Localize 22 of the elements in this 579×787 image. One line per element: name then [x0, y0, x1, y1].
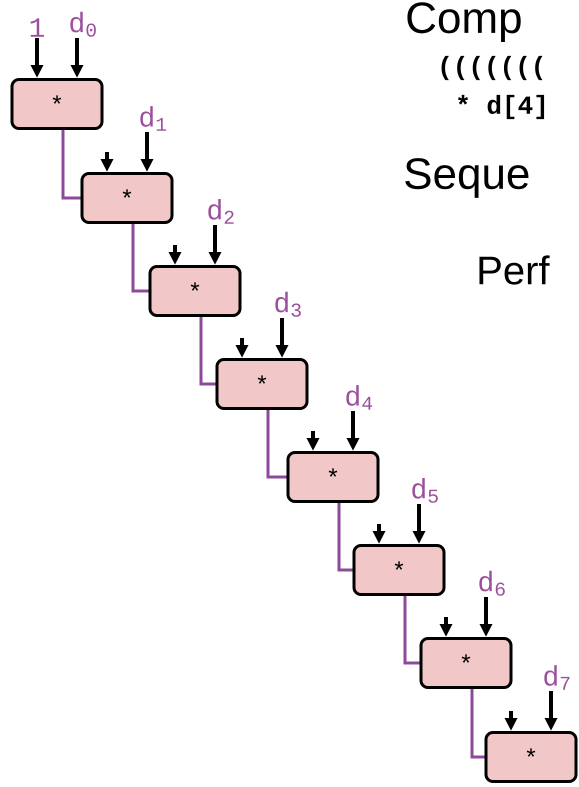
input-label: d$_{5}$ — [412, 478, 438, 503]
input-label: d$_{4}$ — [346, 385, 372, 410]
multiply-box: * — [216, 358, 308, 410]
input-label: d$_{1}$ — [140, 106, 166, 131]
input-label: d$_{6}$ — [479, 570, 505, 596]
input-label: d$_{0}$ — [70, 12, 96, 37]
input-label: d$_{7}$ — [544, 665, 570, 690]
input-label: d$_{3}$ — [275, 292, 301, 317]
multiply-box: * — [484, 731, 578, 783]
slide-text: Perf — [479, 255, 550, 285]
multiply-box: * — [80, 172, 174, 224]
multiply-box: * — [352, 544, 446, 596]
multiply-box: * — [286, 451, 380, 503]
multiply-box: * — [420, 637, 512, 689]
slide-text: Seque — [405, 158, 528, 198]
slide-text: ((((((( — [442, 56, 542, 80]
slide-text: * d[4] — [458, 94, 544, 120]
input-label: d$_{2}$ — [208, 198, 234, 224]
input-label: 1 — [30, 18, 44, 37]
multiply-box: * — [10, 78, 104, 130]
slide-text: Comp — [407, 2, 521, 42]
multiply-box: * — [148, 265, 242, 317]
